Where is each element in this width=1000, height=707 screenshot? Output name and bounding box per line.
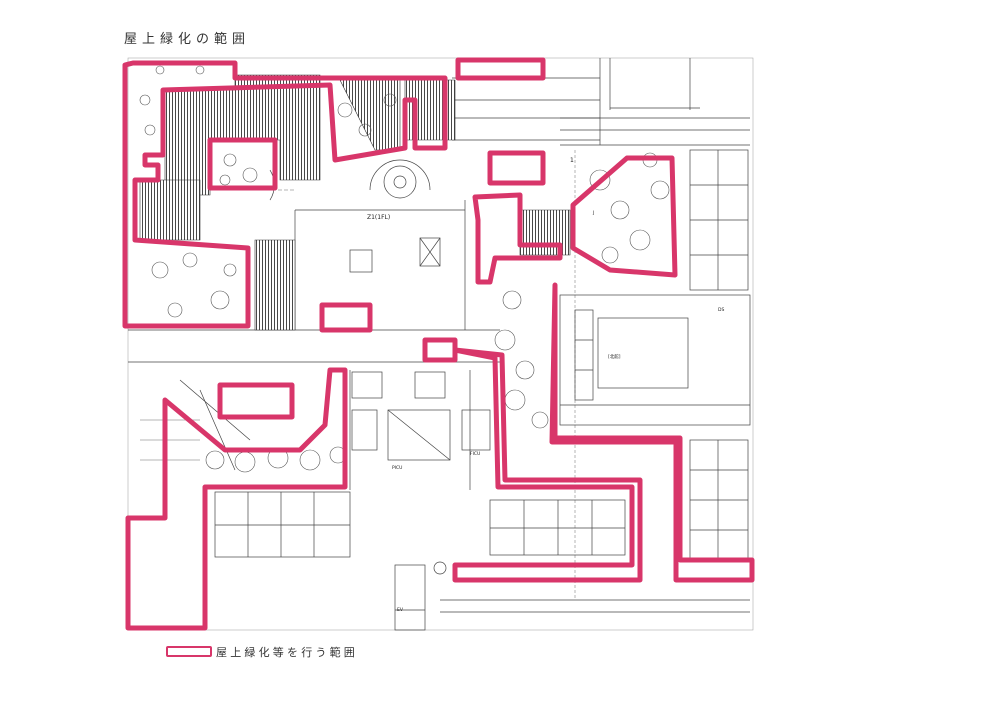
roof-hatching: [139, 74, 571, 331]
floor-plan: Z1(1FL) PICU FICU [北館] DS EV 1 J: [122, 57, 755, 631]
legend-swatch: [166, 646, 212, 657]
plan-linework: [127, 57, 754, 631]
label-level: Z1(1FL): [367, 214, 390, 221]
area-small-box-a: [487, 150, 546, 186]
area-center-box: [319, 302, 373, 333]
area-inner-courtyard: [207, 137, 278, 191]
planting-trees: [139, 65, 670, 473]
label-north-building: [北館]: [608, 353, 621, 360]
label-picu: PICU: [392, 465, 402, 471]
label-mark-1: 1: [570, 157, 574, 164]
green-roof-areas: [122, 57, 755, 631]
area-northwest: [122, 60, 448, 329]
area-plaza-box: [217, 382, 295, 420]
plan-annotations: Z1(1FL) PICU FICU [北館] DS EV 1 J: [367, 157, 724, 613]
area-east-wing: [549, 282, 755, 583]
area-small-box-b: [422, 337, 458, 363]
area-top-strip: [455, 57, 546, 81]
area-center-corridor: [452, 347, 643, 583]
label-ds: DS: [718, 307, 724, 313]
label-ficu: FICU: [470, 451, 480, 457]
area-south-main: [125, 367, 348, 631]
label-ev: EV: [397, 607, 404, 613]
label-mark-j: J: [592, 210, 594, 216]
area-east-garden: [570, 155, 678, 278]
area-entry-court: [472, 192, 563, 285]
page-title: 屋上緑化の範囲: [124, 32, 251, 47]
legend-label: 屋上緑化等を行う範囲: [216, 646, 358, 659]
